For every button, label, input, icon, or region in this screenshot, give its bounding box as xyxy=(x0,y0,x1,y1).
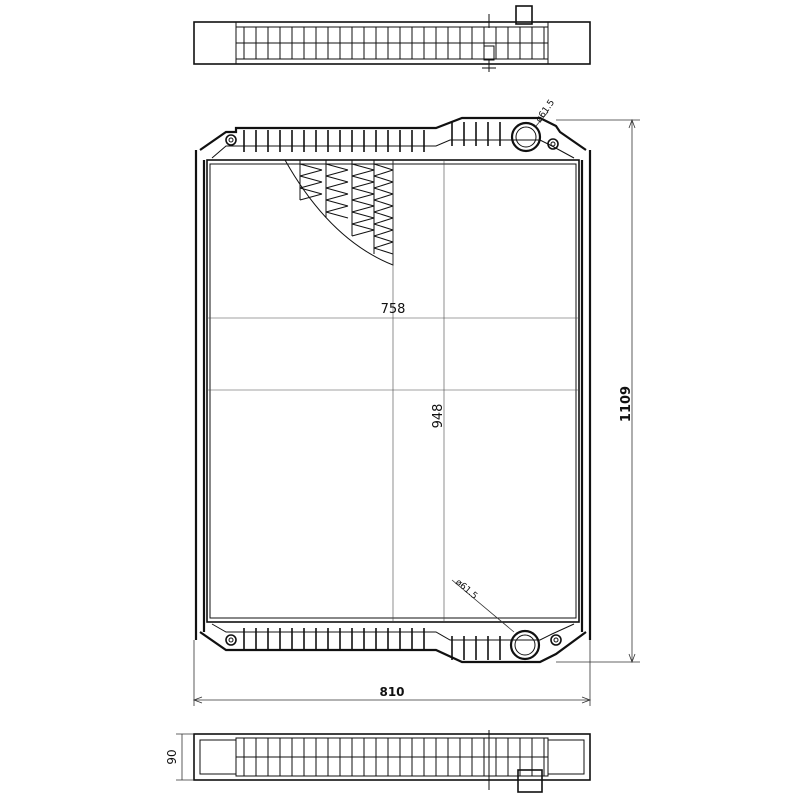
fin-wave xyxy=(351,163,375,171)
mount-hole-top-right xyxy=(547,138,559,150)
core-height-label: 948 xyxy=(431,404,446,429)
overall-height-label: 1109 xyxy=(619,386,634,422)
fin-wave xyxy=(351,175,375,183)
core-width-label: 758 xyxy=(381,302,406,317)
fin-wave xyxy=(351,181,375,189)
fin-wave xyxy=(351,187,375,195)
fin-wave xyxy=(373,247,394,255)
fin-wave xyxy=(373,187,394,195)
fin-wave xyxy=(325,163,349,171)
fin-wave xyxy=(325,169,349,177)
fin-wave xyxy=(373,223,394,231)
fin-wave xyxy=(325,175,349,183)
fin-wave xyxy=(325,211,349,219)
fin-wave xyxy=(373,241,394,249)
fin-wave xyxy=(351,217,375,225)
overall-width-label: 810 xyxy=(379,685,404,699)
bottom-tank xyxy=(199,631,587,664)
mount-hole-bottom-left xyxy=(225,634,237,646)
fin-wave xyxy=(373,217,394,225)
front-view xyxy=(194,116,592,664)
fin-wave xyxy=(299,187,323,195)
mount-hole-top-left xyxy=(225,134,237,146)
top-tank xyxy=(199,116,587,151)
depth-label: 90 xyxy=(165,749,179,764)
fin-wave xyxy=(299,169,323,177)
outlet-pipe xyxy=(509,629,541,661)
fin-wave xyxy=(351,169,375,177)
fin-wave xyxy=(325,199,349,207)
fin-wave xyxy=(299,193,323,201)
fin-wave xyxy=(373,229,394,237)
fin-wave xyxy=(373,211,394,219)
fin-wave xyxy=(299,163,323,171)
fin-wave xyxy=(373,235,394,243)
fin-wave xyxy=(299,175,323,183)
fin-wave xyxy=(373,193,394,201)
fin-wave xyxy=(373,199,394,207)
bottom-view-outline xyxy=(193,733,591,781)
left-side-frame xyxy=(194,150,206,640)
top-view-outline xyxy=(193,21,591,65)
inlet-pipe xyxy=(510,121,542,153)
fin-wave xyxy=(351,211,375,219)
mount-hole-bottom-right xyxy=(550,634,562,646)
fin-wave xyxy=(325,181,349,189)
fin-wave xyxy=(373,169,394,177)
right-side-frame xyxy=(580,150,592,640)
outlet-diameter-label: ø61.5 xyxy=(453,578,479,602)
fin-wave xyxy=(373,181,394,189)
fin-wave xyxy=(351,229,375,237)
fin-wave xyxy=(373,205,394,213)
drain-outlet xyxy=(517,769,543,793)
top-view xyxy=(193,5,591,72)
fin-wave xyxy=(351,205,375,213)
fin-wave xyxy=(325,193,349,201)
fin-wave xyxy=(351,223,375,231)
filler-neck xyxy=(515,5,533,25)
bottom-view xyxy=(193,730,591,793)
dimension-lines: 758 948 1109 810 90 ø61.5 ø61.5 xyxy=(165,98,640,781)
fin-wave xyxy=(325,187,349,195)
fin-wave xyxy=(351,199,375,207)
fin-wave xyxy=(299,181,323,189)
fin-wave xyxy=(373,175,394,183)
fin-wave xyxy=(351,193,375,201)
fin-wave xyxy=(373,163,394,171)
fin-wave xyxy=(325,205,349,213)
